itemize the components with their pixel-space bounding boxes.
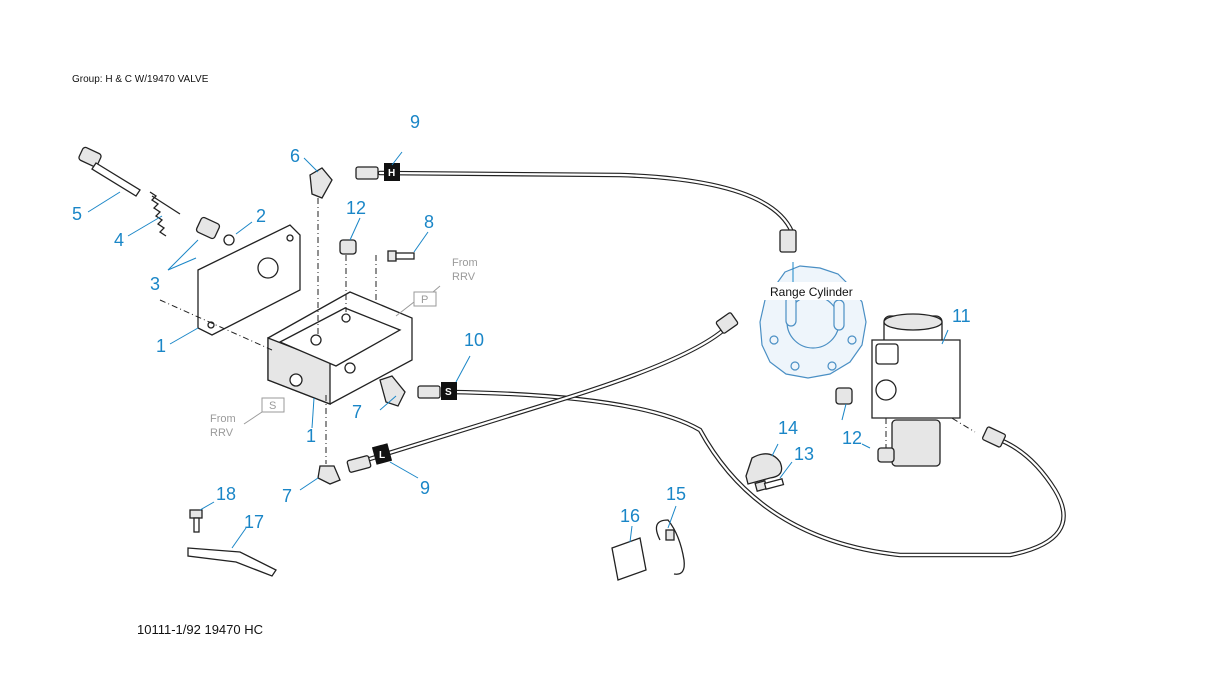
from-rrv-top-line2: RRV xyxy=(452,271,476,283)
port-p-arrow xyxy=(395,301,415,317)
part-7-fitting-middle xyxy=(379,375,406,407)
part-1-valve-body xyxy=(267,291,413,405)
part-12-plug-top xyxy=(339,239,357,255)
hose-tag-l xyxy=(371,443,393,465)
hose-l-end-fitting xyxy=(715,312,739,334)
callout-7-middle: 7 xyxy=(352,402,362,422)
part-6-pin xyxy=(78,146,141,197)
callout-5: 4 xyxy=(114,230,124,250)
callout-15: 15 xyxy=(666,484,686,504)
part-14-clamp xyxy=(745,453,783,485)
callout-7-bottom: 7 xyxy=(282,486,292,506)
callout-12-top: 12 xyxy=(346,198,366,218)
hose-h xyxy=(377,170,795,235)
part-8-bolt xyxy=(387,250,415,262)
hose-h-end-fitting xyxy=(779,229,797,253)
from-rrv-bottom-line2: RRV xyxy=(210,427,234,439)
range-cylinder-label-bg xyxy=(764,282,868,300)
part-12-plug-bottom xyxy=(877,447,895,463)
leader-lines xyxy=(87,151,949,549)
part-15-hook xyxy=(655,519,685,575)
port-s-arrow xyxy=(243,411,263,425)
callout-7-top: 6 xyxy=(290,146,300,166)
callout-8: 8 xyxy=(424,212,434,232)
group-title: Group: H & C W/19470 VALVE xyxy=(72,74,209,85)
part-3-o-ring xyxy=(223,234,235,246)
hose-tag-h-text: H xyxy=(388,168,395,179)
part-15-fastener xyxy=(665,529,675,541)
hose-s-nut xyxy=(417,385,441,399)
hose-tag-h xyxy=(384,163,400,181)
part-7-fitting-bottom xyxy=(317,465,341,485)
hose-l-nut xyxy=(346,455,372,473)
callout-13: 13 xyxy=(794,444,814,464)
callout-11: 11 xyxy=(952,306,971,326)
range-cylinder-label: Range Cylinder xyxy=(770,285,853,299)
part-12-plug-right xyxy=(835,387,853,405)
hose-s-end-fitting xyxy=(981,426,1007,448)
part-5-spring xyxy=(149,191,181,237)
part-2-gasket xyxy=(197,224,301,336)
callout-6: 5 xyxy=(72,204,82,224)
callout-1: 1 xyxy=(306,426,316,446)
callout-16: 16 xyxy=(620,506,640,526)
hose-s xyxy=(447,389,1066,558)
hose-tag-s xyxy=(441,382,457,400)
footer-reference: 10111-1/92 19470 HC xyxy=(137,622,264,637)
callout-14: 14 xyxy=(778,418,798,438)
part-18-bolt xyxy=(189,509,203,533)
callout-10: 10 xyxy=(464,330,484,350)
port-p-box xyxy=(413,291,437,307)
hose-tag-l-text: L xyxy=(379,450,385,461)
centerline-4 xyxy=(159,299,273,351)
hose-l xyxy=(357,325,729,465)
part-16-bracket xyxy=(611,537,647,581)
callout-12-right: 12 xyxy=(842,428,862,448)
callout-17: 17 xyxy=(244,512,264,532)
hose-tag-s-text: S xyxy=(445,387,452,398)
port-p-label: P xyxy=(421,294,428,306)
part-17-strap xyxy=(187,547,277,577)
port-s-label: S xyxy=(269,400,276,412)
port-s-box xyxy=(261,397,285,413)
callout-9-bottom: 9 xyxy=(420,478,430,498)
from-rrv-bottom-line1: From xyxy=(210,413,236,425)
part-7-fitting-top xyxy=(309,167,333,199)
callout-2: 1 xyxy=(156,336,166,356)
hose-h-nut xyxy=(355,166,379,180)
part-4-plug xyxy=(195,216,221,240)
callout-3: 2 xyxy=(256,206,266,226)
callout-9-top: 9 xyxy=(410,112,420,132)
callout-18: 18 xyxy=(216,484,236,504)
callout-4: 3 xyxy=(150,274,160,294)
part-13-bolt xyxy=(754,477,785,492)
part-11-valve xyxy=(871,313,961,467)
from-rrv-top-line1: From xyxy=(452,257,478,269)
